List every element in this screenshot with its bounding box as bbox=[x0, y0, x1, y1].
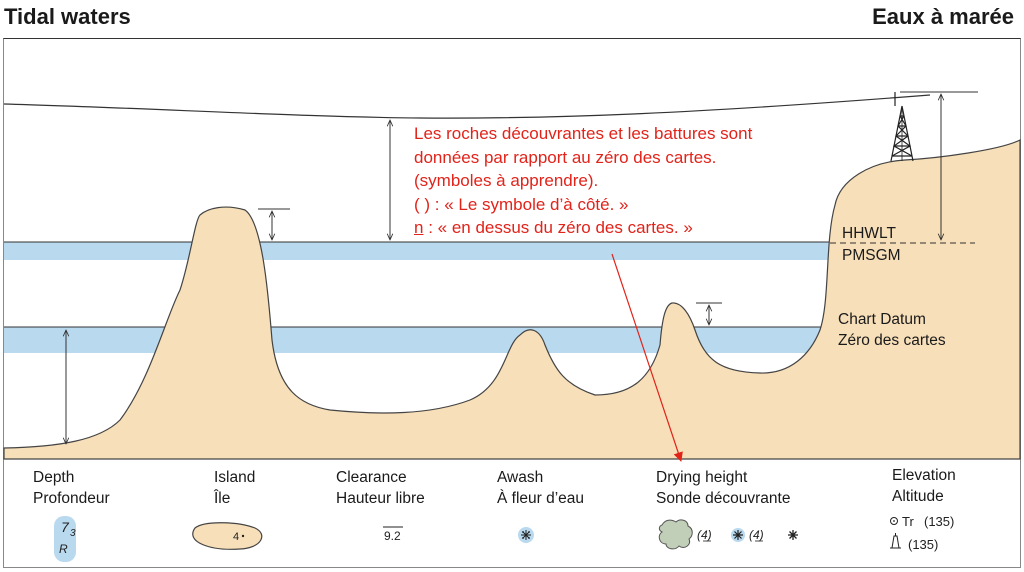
high-water-band bbox=[4, 242, 830, 260]
drying-value-a: (4) bbox=[697, 528, 712, 542]
drying-value-b: (4) bbox=[749, 528, 764, 542]
legend-clearance-fr: Hauteur libre bbox=[336, 490, 425, 507]
clearance-symbol: 9.2 bbox=[383, 526, 403, 543]
label-pmsgm: PMSGM bbox=[842, 247, 901, 264]
legend-drying-en: Drying height bbox=[656, 469, 748, 486]
legend-awash-fr: À fleur d’eau bbox=[497, 490, 585, 507]
legend-drying-height: Drying height Sonde découvrante bbox=[656, 467, 790, 509]
note-line-5-rest: : « en dessus du zéro des cartes. » bbox=[423, 218, 693, 237]
legend-island-fr: Île bbox=[214, 490, 231, 507]
label-chart-datum-en: Chart Datum bbox=[838, 311, 926, 328]
legend-elevation: Elevation Altitude bbox=[892, 465, 956, 507]
legend-awash-en: Awash bbox=[497, 469, 544, 486]
legend-elevation-en: Elevation bbox=[892, 467, 956, 484]
legend-elevation-fr: Altitude bbox=[892, 488, 944, 505]
island-symbol-value: 4 bbox=[233, 531, 239, 543]
depth-symbol-extra: R bbox=[59, 542, 68, 556]
drying-rock-star-icon: (4) bbox=[731, 528, 764, 542]
drying-rock-icon: (4) bbox=[658, 519, 712, 550]
note-line-1: Les roches découvrantes et les battures … bbox=[414, 124, 753, 143]
label-hhwlt: HHWLT bbox=[842, 225, 896, 242]
note-underlined-letter: n bbox=[414, 218, 424, 237]
chart-datum-band bbox=[4, 327, 830, 353]
seabed-profile bbox=[3, 139, 1021, 460]
elevation-symbols: Tr (135) (135) bbox=[890, 514, 954, 552]
elevation-tr-label: Tr bbox=[902, 514, 914, 529]
depth-symbol: 7 3 R bbox=[54, 516, 76, 562]
note-line-4: ( ) : « Le symbole d’à côté. » bbox=[414, 194, 629, 214]
label-chart-datum-fr: Zéro des cartes bbox=[838, 332, 946, 349]
legend-depth-fr: Profondeur bbox=[33, 490, 110, 507]
elevation-value-a: (135) bbox=[924, 514, 954, 529]
legend-clearance: Clearance Hauteur libre bbox=[336, 467, 425, 509]
note-line-5: n : « en dessus du zéro des cartes. » bbox=[414, 216, 752, 240]
island-symbol: 4 bbox=[192, 522, 263, 550]
legend-clearance-en: Clearance bbox=[336, 469, 407, 486]
note-line-2: données par rapport au zéro des cartes. bbox=[414, 147, 717, 167]
rock-star-icon bbox=[788, 530, 798, 540]
legend-depth: Depth Profondeur bbox=[33, 467, 110, 509]
awash-icon bbox=[518, 527, 534, 543]
legend-drying-fr: Sonde découvrante bbox=[656, 490, 791, 507]
lighthouse-icon bbox=[890, 533, 901, 549]
depth-symbol-main: 7 bbox=[61, 519, 70, 535]
legend-awash: Awash À fleur d’eau bbox=[497, 467, 584, 509]
title-right: Eaux à marée bbox=[872, 4, 1014, 29]
tower-icon bbox=[890, 92, 914, 162]
mean-surface-line bbox=[3, 94, 931, 119]
elevation-value-b: (135) bbox=[908, 537, 938, 552]
note-line-3: (symboles à apprendre). bbox=[414, 171, 599, 190]
note-pointer-arrow bbox=[611, 253, 683, 462]
explanatory-note: Les roches découvrantes et les battures … bbox=[414, 122, 752, 240]
legend-island-en: Island bbox=[214, 469, 256, 486]
legend-depth-en: Depth bbox=[33, 469, 75, 486]
clearance-symbol-value: 9.2 bbox=[384, 529, 401, 543]
legend-island: Island Île bbox=[214, 467, 255, 509]
tower-position-icon bbox=[890, 517, 898, 525]
depth-symbol-sub: 3 bbox=[70, 528, 76, 539]
title-left: Tidal waters bbox=[4, 4, 131, 29]
